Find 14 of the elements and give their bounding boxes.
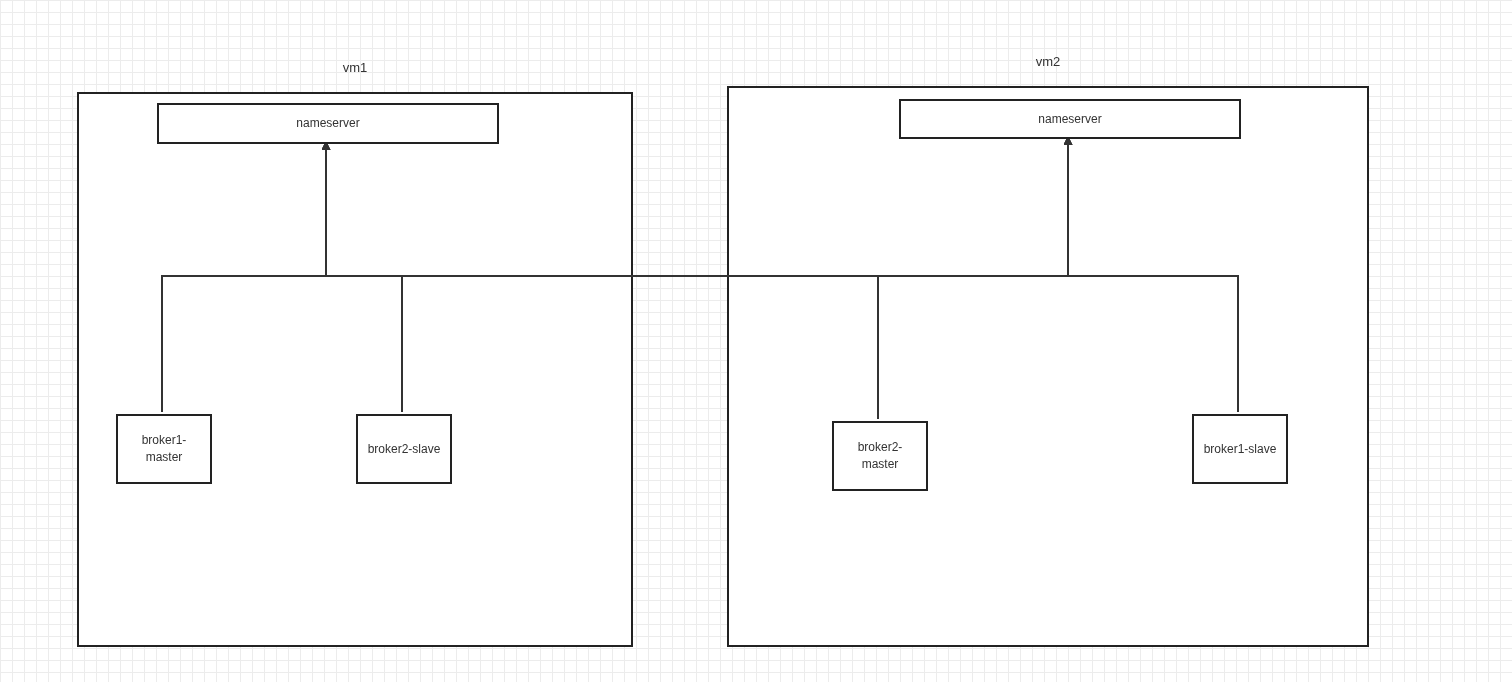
node-label: broker1-master xyxy=(140,432,188,466)
nameserver-box xyxy=(899,99,1241,139)
node-label: broker2-slave xyxy=(367,440,441,458)
node-label: nameserver xyxy=(1038,110,1102,128)
vm-heading: vm1 xyxy=(342,59,368,77)
broker-box xyxy=(1192,414,1288,484)
vm-heading: vm2 xyxy=(1035,53,1061,71)
broker-box xyxy=(356,414,452,484)
broker-box xyxy=(832,421,928,491)
node-label: broker1-slave xyxy=(1203,440,1277,458)
node-label: nameserver xyxy=(296,115,360,132)
broker-box xyxy=(116,414,212,484)
node-label: broker2-master xyxy=(856,439,904,473)
nameserver-box xyxy=(157,103,499,144)
